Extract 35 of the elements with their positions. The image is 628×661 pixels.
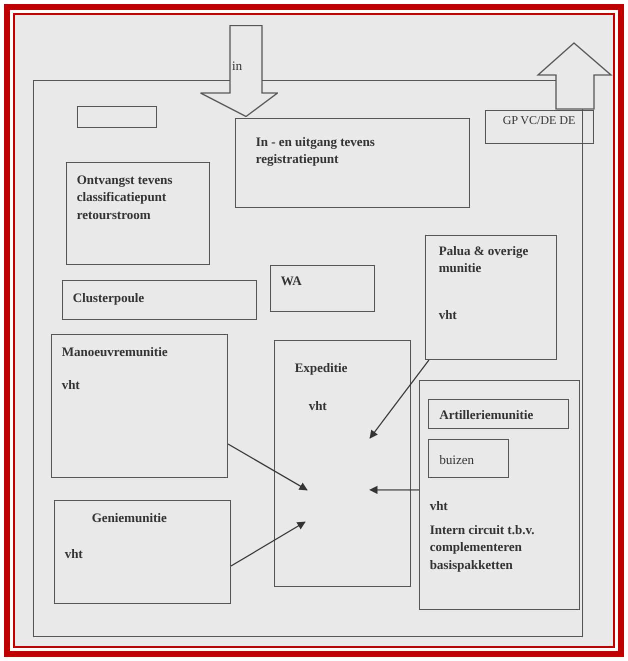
zone-label: Palua & overige munitie [438, 242, 530, 277]
zone-label: Manoeuvremunitie [62, 342, 169, 360]
zone-box [428, 399, 570, 430]
zone-box [270, 264, 375, 312]
zone-box [66, 162, 210, 265]
zone-label: vht [430, 496, 449, 514]
zone-label: Ontvangst tevens classificatiepunt retourstroom [76, 170, 174, 224]
zone-label: In - en uitgang tevens registratiepunt [256, 132, 376, 168]
zone-label: vht [64, 544, 84, 562]
zone-label: vht [308, 396, 328, 414]
arrow [369, 486, 419, 494]
arrow [230, 522, 306, 567]
zone-box [54, 500, 231, 604]
zone-label: GP VC/DE DE [502, 114, 576, 127]
zone-box [428, 439, 510, 478]
zone-box [418, 380, 580, 610]
arrow [370, 360, 430, 439]
zone-box [76, 106, 157, 128]
zone-box [62, 280, 257, 320]
zone-box [424, 234, 557, 360]
zone-label: WA [280, 272, 303, 290]
zone-label: Clusterpoule [72, 288, 146, 306]
zone-box [50, 334, 228, 478]
zone-box [274, 340, 411, 587]
zone-label: Intern circuit t.b.v. complementeren basispakketten [430, 520, 536, 574]
arrow [228, 444, 308, 490]
zone-box [234, 118, 470, 208]
zone-label: Geniemunitie [92, 508, 168, 526]
zone-box [484, 110, 594, 144]
zone-label: buizen [439, 451, 476, 469]
zone-label: vht [438, 306, 458, 324]
zone-label: vht [62, 376, 81, 394]
zone-label: Artilleriemunitie [439, 406, 534, 424]
zone-label: Expeditie [294, 358, 348, 376]
entry-label: in [232, 57, 244, 75]
